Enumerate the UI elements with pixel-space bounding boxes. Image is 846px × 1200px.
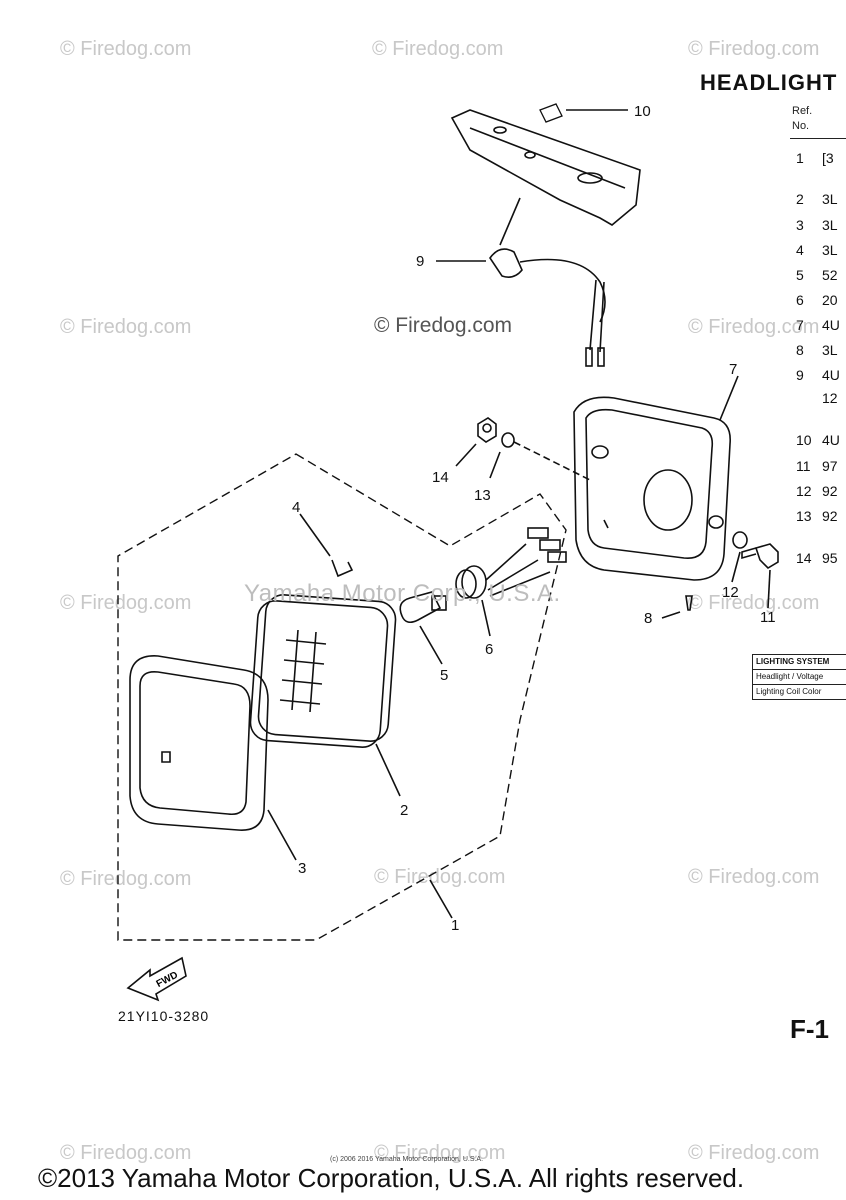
small-copyright: (c) 2006 2016 Yamaha Motor Corporation, … (330, 1156, 484, 1163)
rim-part (129, 655, 269, 831)
watermark: © Firedog.com (688, 866, 820, 888)
callout-8: 8 (644, 610, 652, 627)
washer-part (732, 531, 748, 549)
watermark: © Firedog.com (60, 592, 192, 614)
diagram-code: 21YI10-3280 (118, 1008, 210, 1024)
housing-part (573, 396, 731, 581)
nut-part (477, 417, 497, 443)
lighting-box-line: Lighting Coil Color (756, 687, 822, 696)
callout-5: 5 (440, 667, 448, 684)
watermark: © Firedog.com (688, 1142, 820, 1164)
lens-part (249, 594, 397, 748)
callout-13: 13 (474, 487, 491, 504)
header-divider (790, 138, 846, 139)
page-title: HEADLIGHT (700, 70, 838, 95)
sheet-id: F-1 (790, 1014, 829, 1044)
callout-11: 11 (760, 609, 776, 626)
callout-6: 6 (485, 641, 493, 658)
watermark: © Firedog.com (60, 1142, 192, 1164)
screw-part (685, 595, 693, 611)
callout-9: 9 (416, 253, 424, 270)
socket-part (455, 527, 567, 599)
watermark: © Firedog.com (688, 38, 820, 60)
bolt-part (741, 543, 779, 570)
bulb-part (399, 591, 447, 624)
copyright-notice: ©2013 Yamaha Motor Corporation, U.S.A. A… (38, 1163, 745, 1193)
lighting-box-line: Headlight / Voltage (753, 670, 846, 685)
clip-part (331, 559, 354, 578)
callout-10: 10 (634, 103, 651, 120)
watermark: © Firedog.com (688, 592, 820, 614)
watermark: © Firedog.com (372, 38, 504, 60)
bracket-part (450, 103, 641, 226)
ref-column-header: Ref. No. (792, 105, 813, 132)
callout-4: 4 (292, 499, 300, 516)
lighting-box-line: LIGHTING SYSTEM (753, 655, 846, 670)
yamaha-watermark: Yamaha Motor Corp., U.S.A. (244, 580, 561, 607)
callout-3: 3 (298, 860, 306, 877)
parts-row: 12 (822, 390, 838, 406)
watermark: © Firedog.com (688, 316, 820, 338)
callout-12: 12 (722, 584, 739, 601)
watermark: © Firedog.com (374, 314, 513, 337)
callout-1: 1 (451, 917, 459, 934)
fwd-arrow-icon (126, 956, 187, 1002)
lighting-system-box: LIGHTING SYSTEM Headlight / Voltage Ligh… (752, 654, 846, 700)
callout-14: 14 (432, 469, 449, 486)
watermark: © Firedog.com (60, 316, 192, 338)
watermark: © Firedog.com (374, 1142, 506, 1164)
watermark: © Firedog.com (60, 38, 192, 60)
cord-part (489, 197, 606, 367)
parts-row: 1[3 (796, 150, 834, 166)
callout-2: 2 (400, 802, 408, 819)
callout-7: 7 (729, 361, 737, 378)
watermark: © Firedog.com (374, 866, 506, 888)
washer-part (501, 432, 515, 448)
watermark: © Firedog.com (60, 868, 192, 890)
